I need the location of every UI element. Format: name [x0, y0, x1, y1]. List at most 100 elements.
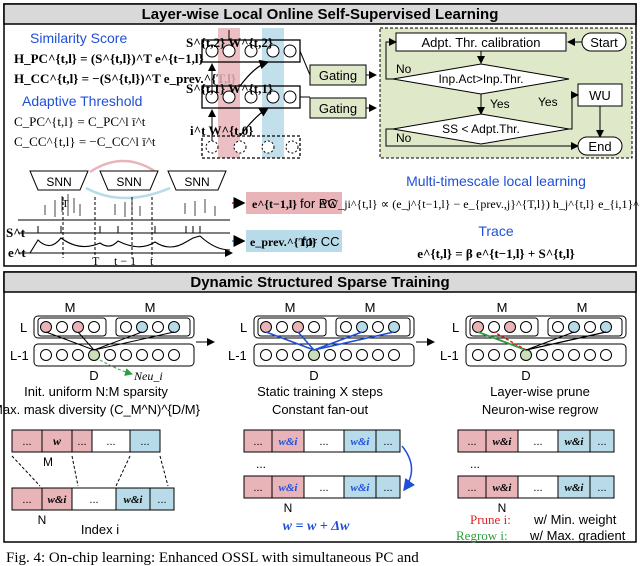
figure-caption: Fig. 4: On-chip learning: Enhanced OSSL … [6, 550, 419, 566]
threshold-eq-cc: C_CC^{t,l} = −C_CC^l ī^t [14, 134, 156, 149]
p2-m-left: M [285, 300, 296, 315]
threshold-heading: Adaptive Threshold [22, 93, 142, 109]
top-title: Layer-wise Local Online Self-Supervised … [142, 6, 499, 23]
p3-top-cell-2: ... [533, 436, 542, 448]
p2-layer-L: L [240, 320, 247, 335]
p3-line1: Layer-wise prune [490, 384, 590, 399]
cc-math: e_prev.^{T,l} [250, 235, 317, 249]
threshold-eq-pc: C_PC^{t,l} = C_PC^l ī^t [14, 114, 146, 129]
tick-t-minus-1: t − 1 [114, 254, 136, 268]
p2-D: D [309, 368, 318, 383]
p3-layer-L: L [452, 320, 459, 335]
network-diagram [201, 28, 311, 159]
p2-top-cell-4: ... [383, 436, 392, 448]
row-trace-label: e^t [8, 245, 26, 260]
p3-top-cell-4: ... [597, 436, 606, 448]
p3-matrix-top [457, 429, 615, 453]
local-learning-heading: Multi-timescale local learning [406, 173, 586, 189]
p1-bot-cell-3: w&i [124, 494, 144, 506]
p2-N-label: N [284, 501, 293, 515]
similarity-eq-cc: H_CC^{t,l} = −(S^{t,l})^T e_prev.^{T,l} [14, 71, 236, 86]
p2-bot-cell-4: ... [383, 482, 392, 494]
similarity-heading: Similarity Score [30, 30, 127, 46]
p2-line2: Constant fan-out [272, 402, 369, 417]
p3-layer-L1: L-1 [440, 348, 459, 363]
p3-m-right: M [577, 300, 588, 315]
p1-top-cell-2: ... [77, 436, 86, 448]
p3-bot-cell-1: w&i [493, 482, 513, 494]
p3-network [465, 315, 627, 367]
snn-box-1-label: SNN [46, 175, 71, 189]
trace-eq: e^{t,l} = β e^{t−1,l} + S^{t,l} [417, 246, 575, 261]
p2-top-cell-1: w&i [279, 436, 299, 448]
yes-label-1: Yes [490, 97, 510, 111]
p1-index: Index i [81, 522, 119, 537]
p1-top-cell-4: ... [140, 436, 149, 448]
p2-bot-cell-2: ... [319, 482, 328, 494]
p1-bot-cell-0: ... [22, 494, 31, 506]
similarity-eq-pc: H_PC^{t,l} = (S^{t,l})^T e^{t−1,l} [14, 51, 204, 66]
regrow-rest: w/ Max. gradient [529, 528, 626, 543]
end-label: End [588, 139, 611, 154]
p3-top-cell-3: w&i [565, 436, 585, 448]
p1-D: D [89, 368, 98, 383]
p1-m-left: M [65, 300, 76, 315]
p1-network [33, 315, 195, 376]
p1-layer-L: L [20, 320, 27, 335]
p2-bot-cell-0: ... [253, 482, 262, 494]
prune-key: Prune i: [470, 512, 511, 527]
p2-top-cell-0: ... [253, 436, 262, 448]
p3-dots: ... [470, 457, 480, 471]
tick-t: t [150, 254, 154, 268]
p1-line2: Max. mask diversity (C_M^N)^{D/M} [0, 402, 201, 417]
p3-bot-cell-2: ... [533, 482, 542, 494]
p3-bot-cell-3: w&i [565, 482, 585, 494]
pc-math: e^{t−1,l} [252, 197, 297, 211]
trace-heading: Trace [478, 223, 513, 239]
p1-bot-cell-4: ... [157, 494, 166, 506]
p1-m-right: M [145, 300, 156, 315]
bottom-title: Dynamic Structured Sparse Training [190, 274, 449, 291]
no-label-2: No [396, 131, 412, 145]
net-label-input: i^t W^{t,0} [190, 123, 253, 138]
p2-top-cell-3: w&i [351, 436, 371, 448]
decision-similarity-label: SS < Adpt.Thr. [442, 122, 520, 136]
p2-matrix-top [243, 429, 401, 453]
calibration-label: Adpt. Thr. calibration [422, 35, 541, 50]
tick-T: T [92, 254, 100, 268]
p2-layer-L1: L-1 [228, 348, 247, 363]
p1-matrix-top [11, 429, 161, 453]
p3-line2: Neuron-wise regrow [482, 402, 599, 417]
p2-matrix-bottom [243, 475, 401, 499]
p3-top-cell-1: w&i [493, 436, 513, 448]
yes-label-2: Yes [538, 95, 558, 109]
local-learning-eq: ΔW_ji^{t,l} ∝ (e_j^{t−1,l} − e_{prev.,j}… [319, 197, 640, 211]
p1-layer-L1: L-1 [10, 348, 29, 363]
prune-rest: w/ Min. weight [533, 512, 617, 527]
p1-N-label: N [38, 513, 47, 527]
pc-label-box [246, 192, 342, 214]
p3-matrix-bottom [457, 475, 615, 499]
p2-top-cell-2: ... [319, 436, 328, 448]
snn-box-2-label: SNN [116, 175, 141, 189]
no-label-1: No [396, 62, 412, 76]
pc-label: for PC [300, 196, 337, 211]
p1-matrix-bottom [11, 487, 175, 511]
p1-line1: Init. uniform N:M sparsity [24, 384, 168, 399]
regrow-key: Regrow i: [456, 528, 508, 543]
p1-neu: Neu_i [133, 369, 163, 383]
p3-N-label: N [498, 501, 507, 515]
p2-line1: Static training X steps [257, 384, 383, 399]
p2-update-eq: w = w + Δw [283, 519, 350, 534]
cc-label-box [246, 230, 342, 252]
p1-M-label: M [43, 455, 53, 469]
p3-bot-cell-0: ... [467, 482, 476, 494]
p2-m-right: M [365, 300, 376, 315]
p1-bot-cell-2: ... [89, 494, 98, 506]
tick-T-small: T [62, 198, 69, 210]
net-label-layer2: S^{t,2} W^{t,2} [186, 35, 273, 50]
gating-label-1: Gating [319, 68, 357, 83]
p1-top-cell-1: w [53, 434, 62, 448]
cc-label: for CC [302, 234, 340, 249]
